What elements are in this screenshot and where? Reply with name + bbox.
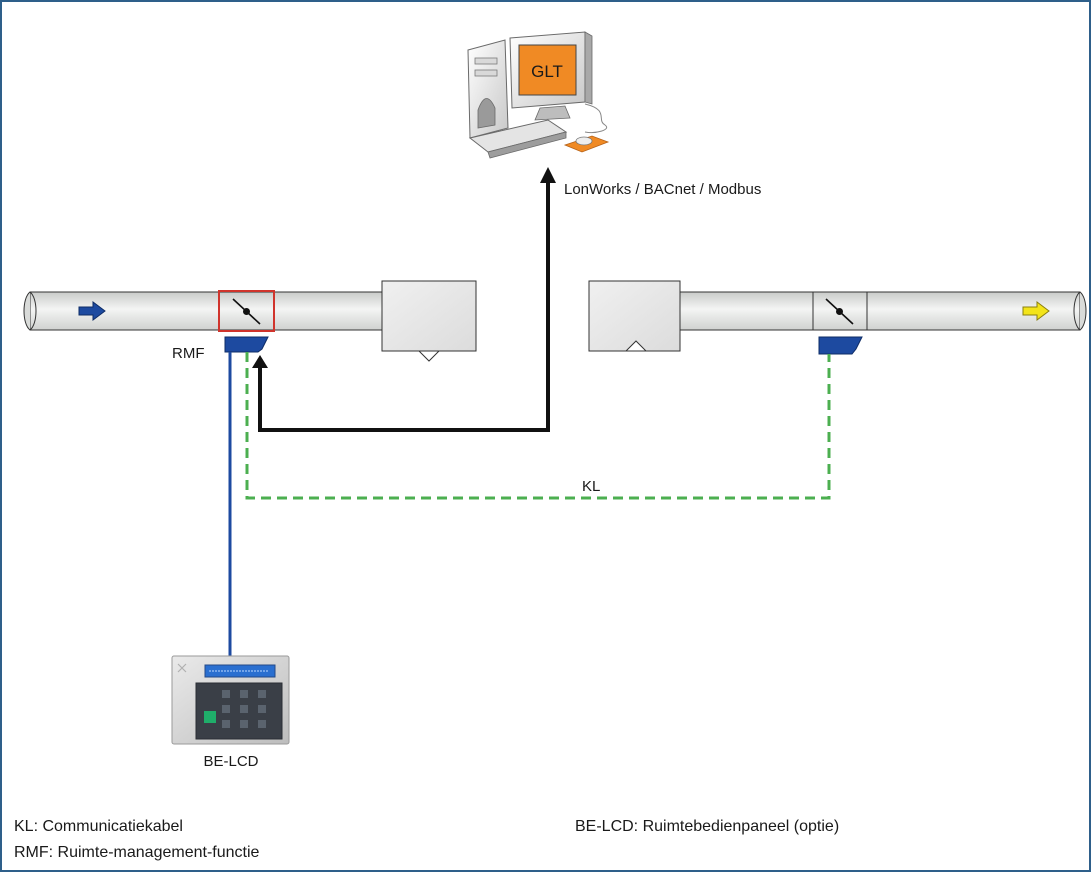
rmf-label: RMF [172,345,205,362]
legend-kl: KL: Communicatiekabel [14,818,183,835]
supply-duct [23,291,383,331]
computer-screen [518,44,577,96]
exhaust-duct [679,291,1087,331]
legend-be-lcd: BE-LCD: Ruimtebedienpaneel (optie) [575,818,839,835]
bus-data-line [252,167,556,432]
protocol-label: LonWorks / BACnet / Modbus [564,181,761,198]
computer-screen-label: GLT [531,62,563,81]
communication-cable [245,352,831,500]
kl-label: KL [582,478,600,495]
supply-flow-arrow-icon [78,301,106,321]
be-lcd-label: BE-LCD [203,753,258,770]
rmf-controller-icon [224,336,269,353]
exhaust-terminal-box [588,280,681,352]
computer-workstation-icon [467,31,610,159]
exhaust-damper-icon [812,291,868,331]
legend-rmf: RMF: Ruimte-management-functie [14,844,260,861]
be-lcd-panel-icon [171,655,290,745]
rmf-damper-icon [218,290,275,332]
exhaust-controller-icon [818,336,863,355]
supply-terminal-box [381,280,477,362]
exhaust-flow-arrow-icon [1022,301,1050,321]
